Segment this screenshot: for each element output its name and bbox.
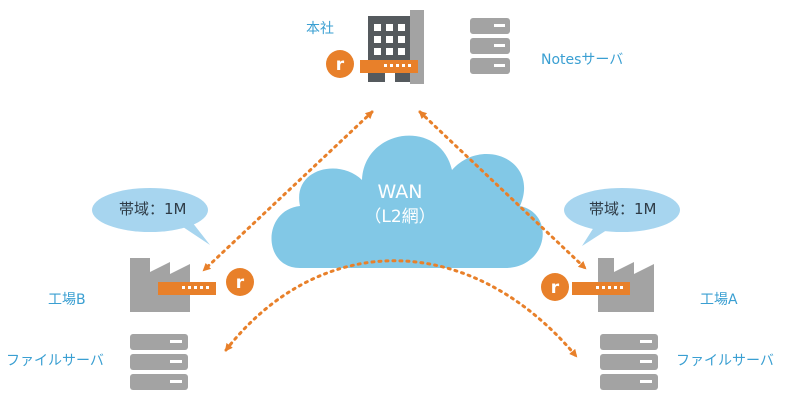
speech-bubble-factory-a — [564, 188, 680, 246]
svg-text:r: r — [551, 278, 560, 298]
network-links — [202, 110, 587, 358]
factory-b-label: 工場B — [48, 292, 86, 308]
file-server-a-label: ファイルサーバ — [676, 353, 774, 369]
wan-label: WAN — [377, 181, 423, 203]
factory-a-label: 工場A — [700, 292, 738, 308]
speech-bubble-factory-b — [92, 188, 210, 245]
router-r-icon: r — [326, 50, 354, 78]
link-hq-factory-b — [202, 110, 374, 272]
notes-server-icon — [470, 18, 510, 74]
link-hq-factory-a — [418, 110, 587, 270]
bandwidth-label-factory-b: 帯域：1M — [119, 200, 187, 218]
router-r-icon: r — [226, 268, 254, 296]
wan-sublabel: （L2網） — [364, 207, 436, 227]
file-server-b-icon — [130, 334, 188, 390]
svg-text:r: r — [236, 273, 245, 293]
bandwidth-label-factory-a: 帯域：1M — [589, 200, 657, 218]
link-fileserver-b-fileserver-a — [224, 259, 578, 358]
hq-label: 本社 — [306, 21, 334, 37]
file-server-b-label: ファイルサーバ — [6, 353, 104, 369]
notes-server-label: Notesサーバ — [541, 52, 624, 68]
router-device-icon — [158, 282, 216, 295]
router-r-icon: r — [541, 273, 569, 301]
file-server-a-icon — [600, 334, 658, 390]
router-device-icon — [572, 282, 630, 295]
router-device-icon — [360, 60, 418, 73]
svg-text:r: r — [336, 55, 345, 75]
